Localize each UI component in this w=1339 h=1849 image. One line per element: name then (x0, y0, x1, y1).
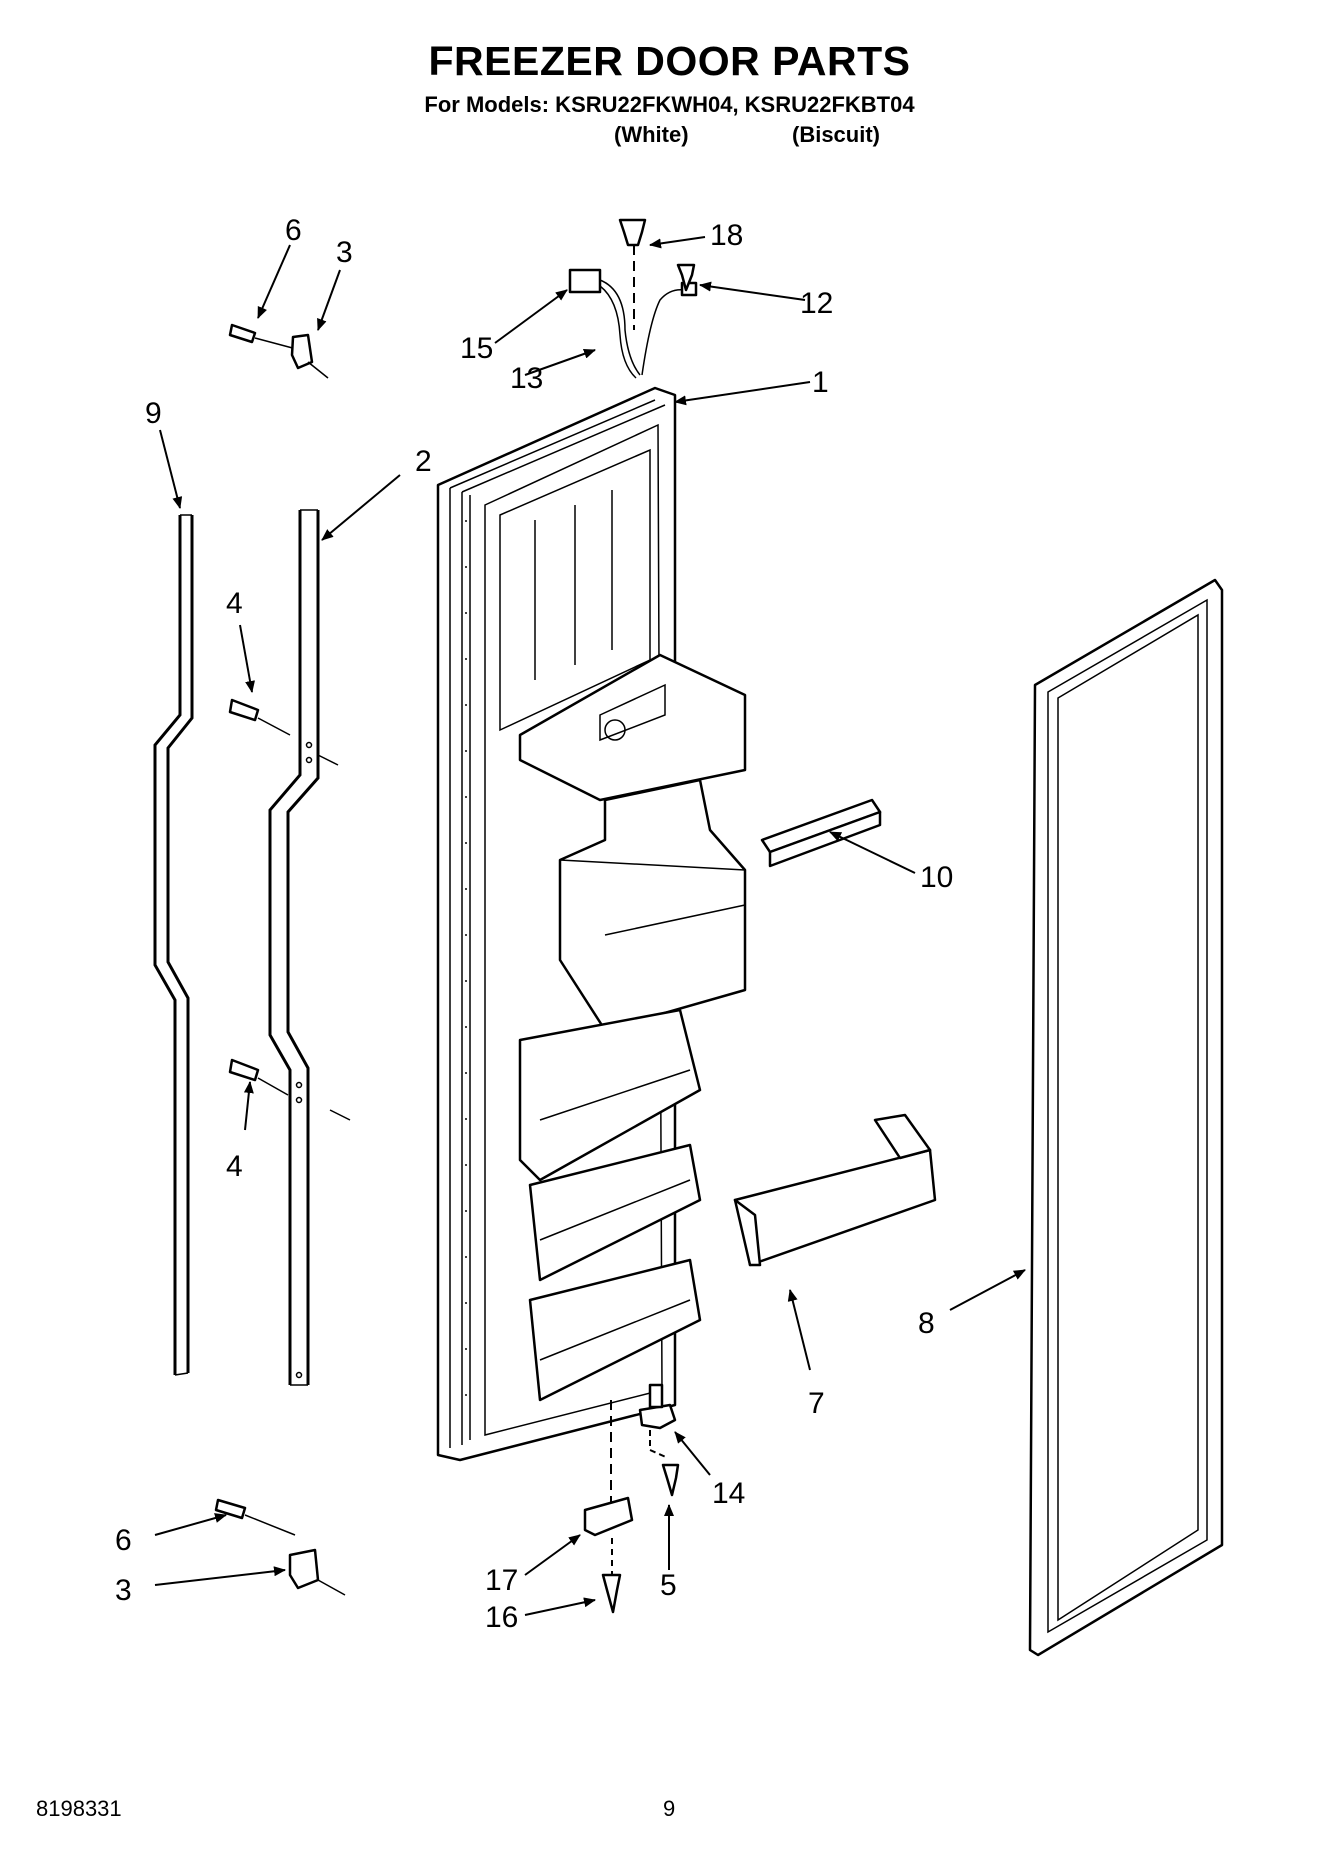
callout-8: 8 (918, 1307, 935, 1340)
screw-4-upper (228, 698, 339, 766)
gasket-strip (153, 514, 194, 1376)
door-gasket-frame (1028, 578, 1224, 1657)
variant-biscuit: (Biscuit) (792, 122, 880, 147)
screw-4-lower (228, 1058, 351, 1121)
callout-14: 14 (712, 1477, 745, 1510)
callout-12: 12 (800, 287, 833, 320)
callout-6-bottom: 6 (115, 1524, 132, 1557)
page-title: FREEZER DOOR PARTS (428, 38, 911, 84)
channel-part (760, 798, 882, 868)
callout-13: 13 (510, 362, 543, 395)
callout-17: 17 (485, 1564, 518, 1597)
callout-2: 2 (415, 445, 432, 478)
callout-9: 9 (145, 397, 162, 430)
screw-12 (676, 263, 696, 292)
callout-15: 15 (460, 332, 493, 365)
callout-4-upper: 4 (226, 587, 243, 620)
callout-3-bottom: 3 (115, 1574, 132, 1607)
callout-6-top: 6 (285, 214, 302, 247)
leader-lines (154, 236, 1026, 1616)
callout-4-lower: 4 (226, 1150, 243, 1183)
handle-strip (268, 509, 320, 1386)
top-hinge-parts (228, 323, 329, 379)
callout-1: 1 (812, 366, 829, 399)
models-line: For Models: KSRU22FKWH04, KSRU22FKBT04 (424, 92, 915, 117)
callout-3-top: 3 (336, 236, 353, 269)
bottom-hinge (638, 1383, 680, 1497)
lower-hinge-pin (583, 1400, 634, 1614)
door-bin (733, 1113, 937, 1267)
bottom-hinge-parts (214, 1498, 346, 1596)
door-panel (436, 386, 747, 1462)
variant-white: (White) (614, 122, 689, 147)
document-number: 8198331 (36, 1796, 122, 1821)
callout-18: 18 (710, 219, 743, 252)
callout-5: 5 (660, 1569, 677, 1602)
page-number: 9 (663, 1796, 676, 1821)
plug-part (618, 218, 647, 330)
callout-16: 16 (485, 1601, 518, 1634)
callout-7: 7 (808, 1387, 825, 1420)
callout-10: 10 (920, 861, 953, 894)
